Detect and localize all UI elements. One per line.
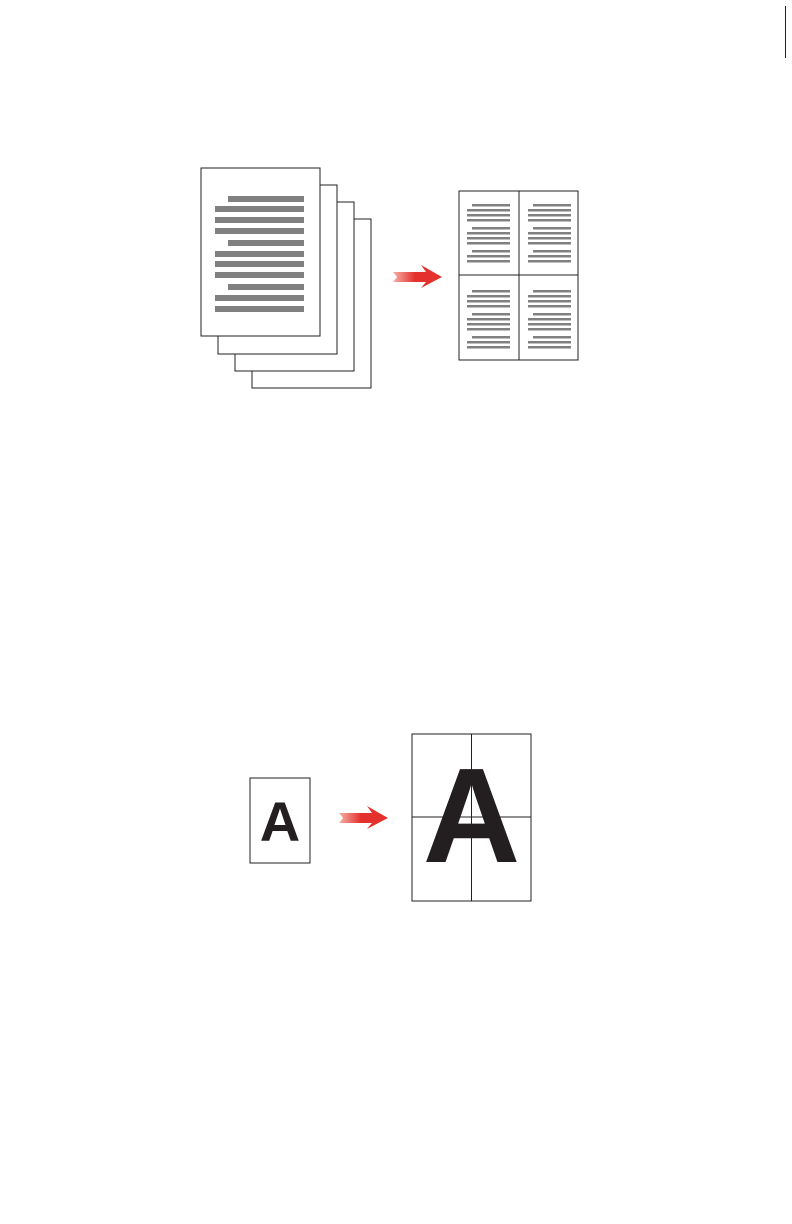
poster-source-page: A [250,778,310,863]
right-arrow-icon [393,265,442,288]
source-letter: A [260,790,300,853]
source-page-stack [201,168,371,388]
multi-page-figure [201,168,578,388]
poster-figure: A A [250,734,531,901]
poster-output-page: A [412,734,531,901]
right-arrow-icon [339,806,388,829]
n-up-output-page [459,191,578,360]
